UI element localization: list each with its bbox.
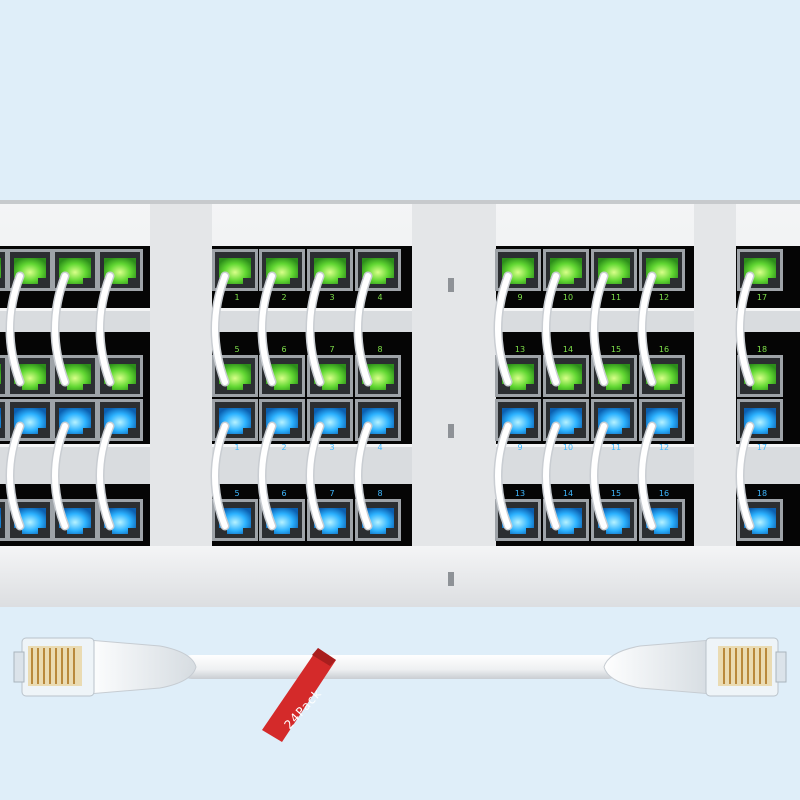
port-number: 5 (234, 345, 239, 354)
blue-patch-loop (257, 421, 277, 531)
port-number: 1 (234, 293, 239, 302)
blue-patch-loop (541, 421, 561, 531)
port-number: 10 (563, 443, 573, 452)
port-number: 14 (563, 345, 573, 354)
pack-tag (262, 648, 336, 742)
port-number-labels: 1526374891310141115121617181526374891310… (234, 293, 767, 498)
green-patch-loop (735, 271, 755, 387)
blue-patch-loop (353, 421, 373, 531)
green-patch-loop (353, 271, 373, 387)
port-number: 12 (659, 293, 669, 302)
green-patch-loop (589, 271, 609, 387)
green-patch-loop (257, 271, 277, 387)
port-number: 17 (757, 293, 767, 302)
green-patch-loop (5, 271, 25, 387)
port-number: 1 (234, 443, 239, 452)
port-number: 13 (515, 489, 525, 498)
blue-patch-loop (493, 421, 513, 531)
rj45-connector-right (603, 637, 787, 697)
rj45-connector-left (13, 637, 197, 697)
port-number: 8 (377, 345, 382, 354)
port-number: 2 (281, 443, 286, 452)
port-number: 9 (517, 293, 522, 302)
port-number: 13 (515, 345, 525, 354)
green-patch-loop (305, 271, 325, 387)
green-port (0, 249, 8, 291)
port-number: 3 (329, 443, 334, 452)
port-number: 18 (757, 489, 767, 498)
port-number: 9 (517, 443, 522, 452)
port-number: 7 (329, 489, 334, 498)
green-patch-loop (95, 271, 115, 387)
patch-cable-loops (5, 271, 755, 531)
green-patch-loop (50, 271, 70, 387)
cable-wire (180, 655, 620, 679)
panel-screw-mark (448, 572, 454, 586)
blue-port (543, 499, 589, 541)
port-number: 15 (611, 489, 621, 498)
port-number: 12 (659, 443, 669, 452)
port-number: 6 (281, 489, 286, 498)
panel-screw-mark (448, 424, 454, 438)
port-number: 18 (757, 345, 767, 354)
panel-top-edge (0, 200, 800, 204)
port-number: 4 (377, 443, 382, 452)
panel-dividers (150, 204, 736, 546)
panel-rails (0, 308, 800, 607)
ethernet-cable (13, 637, 787, 742)
green-patch-loop (493, 271, 513, 387)
blue-port (543, 399, 589, 441)
network-ports (0, 249, 783, 541)
port-number: 8 (377, 489, 382, 498)
blue-patch-loop (210, 421, 230, 531)
port-number: 11 (611, 443, 621, 452)
green-port (52, 249, 98, 291)
blue-patch-loop (305, 421, 325, 531)
blue-patch-loop (5, 421, 25, 531)
green-patch-loop (541, 271, 561, 387)
panel-screw-mark (448, 278, 454, 292)
port-number: 10 (563, 293, 573, 302)
port-number: 17 (757, 443, 767, 452)
port-number: 16 (659, 345, 669, 354)
blue-patch-loop (95, 421, 115, 531)
port-number: 7 (329, 345, 334, 354)
blue-patch-loop (637, 421, 657, 531)
port-number: 3 (329, 293, 334, 302)
green-patch-loop (637, 271, 657, 387)
port-number: 16 (659, 489, 669, 498)
port-number: 11 (611, 293, 621, 302)
green-port (0, 355, 8, 397)
blue-port (0, 499, 8, 541)
green-patch-loop (210, 271, 230, 387)
blue-patch-loop (735, 421, 755, 531)
port-number: 2 (281, 293, 286, 302)
port-number: 6 (281, 345, 286, 354)
port-number: 14 (563, 489, 573, 498)
blue-port (212, 399, 258, 441)
blue-port (7, 399, 53, 441)
blue-port (0, 399, 8, 441)
port-number: 4 (377, 293, 382, 302)
blue-patch-loop (589, 421, 609, 531)
port-number: 5 (234, 489, 239, 498)
port-number: 15 (611, 345, 621, 354)
blue-patch-loop (50, 421, 70, 531)
green-port (307, 249, 353, 291)
